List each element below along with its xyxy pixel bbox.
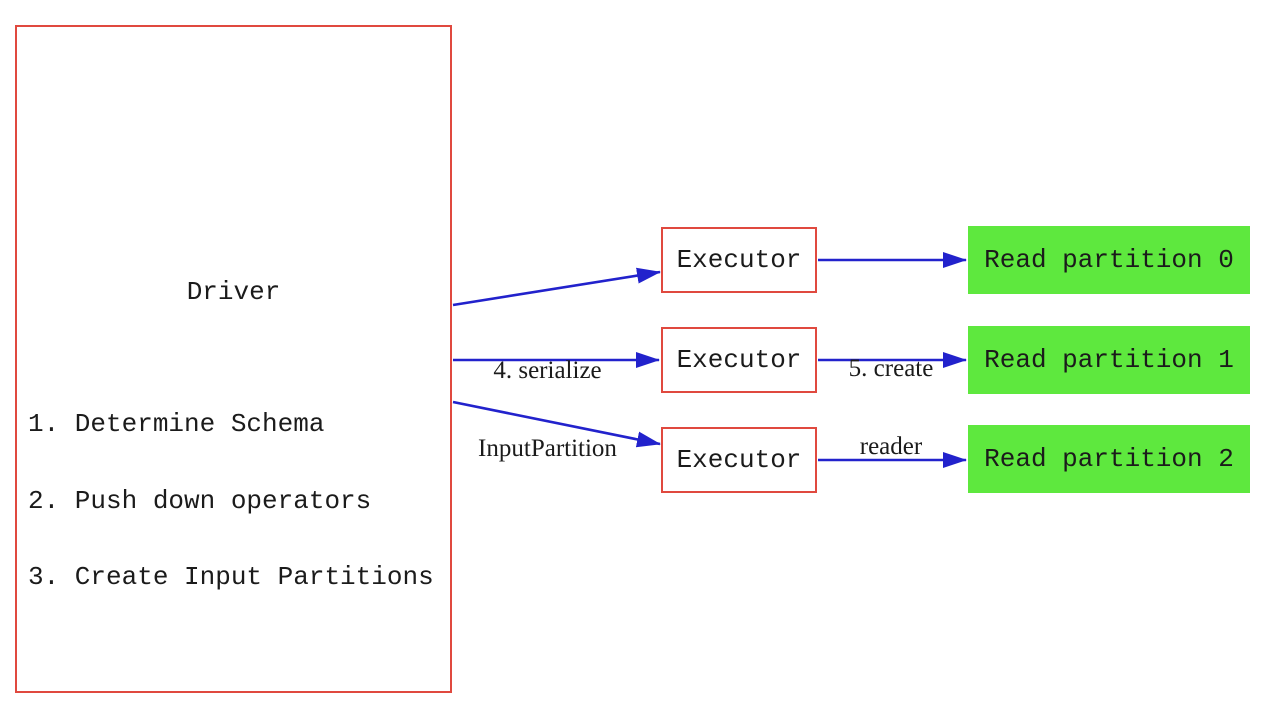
executor-1-label: Executor	[676, 245, 802, 275]
partition-node-2: Read partition 2	[968, 425, 1250, 493]
executor-node-1: Executor	[661, 227, 817, 293]
driver-step-2: 2. Push down operators	[28, 485, 372, 516]
partition-1-label: Read partition 1	[984, 345, 1234, 375]
partition-node-1: Read partition 1	[968, 326, 1250, 394]
driver-steps-list: 1. Determine Schema 2. Push down operato…	[28, 361, 434, 642]
edge-label-serialize-inputpartition: 4. serialize InputPartition	[440, 306, 655, 514]
edge-label-serialize-line2: InputPartition	[478, 435, 617, 462]
executor-3-label: Executor	[676, 445, 802, 475]
executor-2-label: Executor	[676, 345, 802, 375]
edge-label-create-reader: 5. create reader	[801, 304, 981, 512]
partition-0-label: Read partition 0	[984, 245, 1234, 275]
edge-label-reader-line1: 5. create	[848, 355, 934, 382]
edge-label-reader-line2: reader	[859, 433, 923, 460]
executor-node-2: Executor	[661, 327, 817, 393]
executor-node-3: Executor	[661, 427, 817, 493]
driver-step-1: 1. Determine Schema	[28, 409, 325, 439]
partition-2-label: Read partition 2	[984, 444, 1234, 474]
partition-node-0: Read partition 0	[968, 226, 1250, 294]
driver-step-3: 3. Create Input Partitions	[28, 562, 434, 592]
driver-title: Driver	[186, 277, 281, 307]
edge-label-serialize-line1: 4. serialize	[493, 357, 602, 384]
driver-node: Driver 1. Determine Schema 2. Push down …	[15, 25, 452, 693]
arrow-driver-to-executor-1	[452, 267, 661, 307]
